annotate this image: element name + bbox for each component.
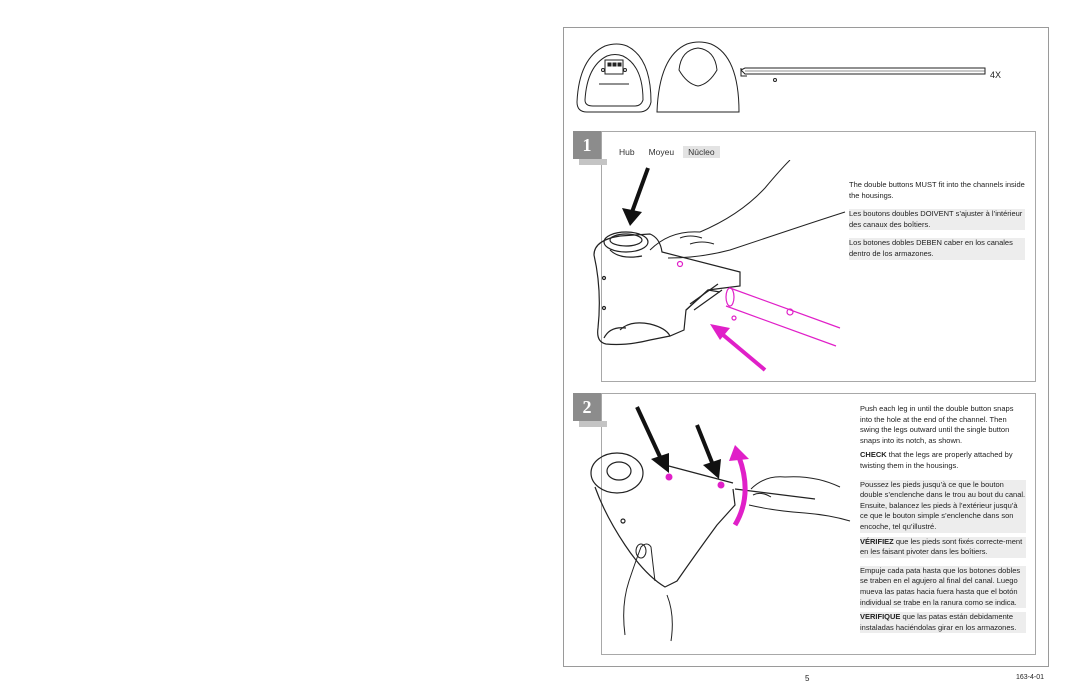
leg-quantity-label: 4X: [990, 70, 1002, 80]
step-1-text-es: Los botones dobles DEBEN caber en los ca…: [849, 238, 1025, 260]
step-2-check-en: CHECK that the legs are properly attache…: [860, 450, 1026, 471]
step-1-badge: 1: [573, 131, 607, 165]
check-label-fr: VÉRIFIEZ: [860, 536, 894, 546]
black-arrow-icon: [635, 406, 669, 473]
step-2-text-en: Push each leg in until the double button…: [860, 404, 1014, 445]
black-arrow-icon: [622, 167, 650, 226]
leg-drawing: [740, 67, 986, 82]
magenta-buttons: [665, 473, 725, 489]
tab-hub-fr: Moyeu: [648, 147, 675, 157]
rotation-arrow-icon: [729, 445, 749, 527]
page-number: 5: [805, 674, 810, 683]
document-code: 163-4-01: [1016, 674, 1045, 681]
hub-label-tabs: Hub Moyeu Núcleo: [614, 146, 720, 158]
step-2-check-es: VERIFIQUE que las patas están debidament…: [860, 612, 1026, 634]
check-text-fr: que les pieds sont fixés correcte-ment e…: [860, 536, 1023, 557]
hand-drawing-right: [748, 476, 851, 522]
instruction-frame: [563, 27, 1049, 667]
step-2-check-fr: VÉRIFIEZ que les pieds sont fixés correc…: [860, 536, 1026, 558]
step-1-text-fr: Les boutons doubles DOIVENT s’ajuster à …: [849, 209, 1025, 231]
hand-drawing: [649, 160, 846, 259]
step-1-instructions: The double buttons MUST fit into the cha…: [849, 180, 1025, 268]
step-2-badge: 2: [573, 393, 607, 427]
housing-drawing: [590, 452, 816, 588]
black-arrow-icon: [695, 424, 721, 479]
magenta-arrow-icon: [710, 324, 767, 372]
tab-hub-es: Núcleo: [683, 146, 720, 158]
step-2-text-fr: Poussez les pieds jusqu’à ce que le bout…: [860, 479, 1026, 533]
step-1-illustration: [593, 160, 846, 372]
step-2-instructions: Push each leg in until the double button…: [860, 404, 1026, 641]
hand-drawing-bottom: [623, 543, 673, 642]
check-label-es: VERIFIQUE: [860, 612, 901, 622]
tab-hub-en: Hub: [619, 147, 635, 157]
step-1-text-en: The double buttons MUST fit into the cha…: [849, 180, 1025, 200]
hub-housing-drawing: [576, 43, 652, 113]
check-text-en: that the legs are properly attached by t…: [860, 450, 1013, 470]
step-2-illustration: [590, 406, 851, 642]
housing-drawing: [593, 231, 741, 346]
step-2-text-es: Empuje cada pata hasta que los botones d…: [860, 565, 1026, 609]
check-text-es: que las patas están debidamente instalad…: [860, 612, 1017, 632]
parts-illustration: [576, 41, 986, 113]
check-label-en: CHECK: [860, 450, 887, 460]
leg-drawing: [676, 260, 841, 347]
cover-drawing: [656, 41, 740, 113]
